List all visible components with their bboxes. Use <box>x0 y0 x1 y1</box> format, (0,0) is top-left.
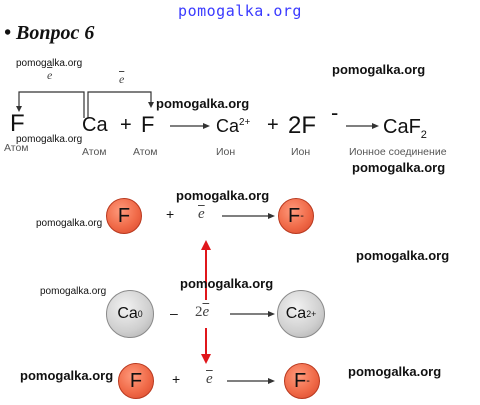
fluoride-ions: 2F <box>288 112 317 139</box>
plus-row1: + <box>166 206 175 222</box>
caption-atom-1: Атом <box>4 142 29 154</box>
fluorine-atom-2: F <box>141 112 155 137</box>
fluoride-charge: - <box>331 100 339 125</box>
caption-atom-3: Атом <box>133 146 158 158</box>
fluoride-ball-row1-right: F- <box>278 198 314 234</box>
watermark-1: pomogalka.org <box>16 58 83 69</box>
fluorine-ball-row1-left: F <box>106 198 142 234</box>
electron-row3: e <box>206 371 213 387</box>
electron-transfer-line-left <box>18 91 85 118</box>
electron-transfer-line-right <box>87 91 152 118</box>
fluoride-ball-row3-right: F- <box>284 363 320 399</box>
calcium-atom: Ca <box>82 114 108 136</box>
plus-sign-1: + <box>120 114 132 136</box>
watermark-11: pomogalka.org <box>20 368 114 383</box>
watermark-10: pomogalka.org <box>40 286 107 297</box>
watermark-8: pomogalka.org <box>356 248 450 263</box>
watermark-6: pomogalka.org <box>176 188 270 203</box>
plus-row3: + <box>172 371 181 387</box>
watermark-7: pomogalka.org <box>36 218 103 229</box>
watermark-9: pomogalka.org <box>180 276 274 291</box>
caption-ion-2: Ион <box>291 146 311 158</box>
watermark-12: pomogalka.org <box>348 364 442 379</box>
watermark-2: pomogalka.org <box>332 62 426 77</box>
electron-label-right: e <box>119 72 125 86</box>
electron-row1: e <box>198 206 205 222</box>
electrons-row2: 2e <box>195 304 210 320</box>
calcium-fluoride: CaF2 <box>383 116 427 141</box>
fluorine-atom-1: F <box>10 110 25 137</box>
minus-row2: – <box>170 305 178 321</box>
watermark-5: pomogalka.org <box>352 160 446 175</box>
fluorine-ball-row3-left: F <box>118 363 154 399</box>
electron-label-left: e <box>47 68 53 82</box>
arrowhead-right <box>148 102 154 108</box>
plus-sign-2: + <box>267 114 279 136</box>
question-heading: • Вопрос 6 <box>4 22 95 44</box>
arrowhead-left <box>16 106 22 112</box>
calcium-ion: Ca2+ <box>216 116 251 136</box>
caption-ion-1: Ион <box>216 146 236 158</box>
watermark-top: pomogalka.org <box>178 2 302 20</box>
watermark-3: pomogalka.org <box>156 96 250 111</box>
caption-atom-2: Атом <box>82 146 107 158</box>
caption-ionic-compound: Ионное соединение <box>349 146 447 158</box>
watermark-4: pomogalka.org <box>16 134 83 145</box>
